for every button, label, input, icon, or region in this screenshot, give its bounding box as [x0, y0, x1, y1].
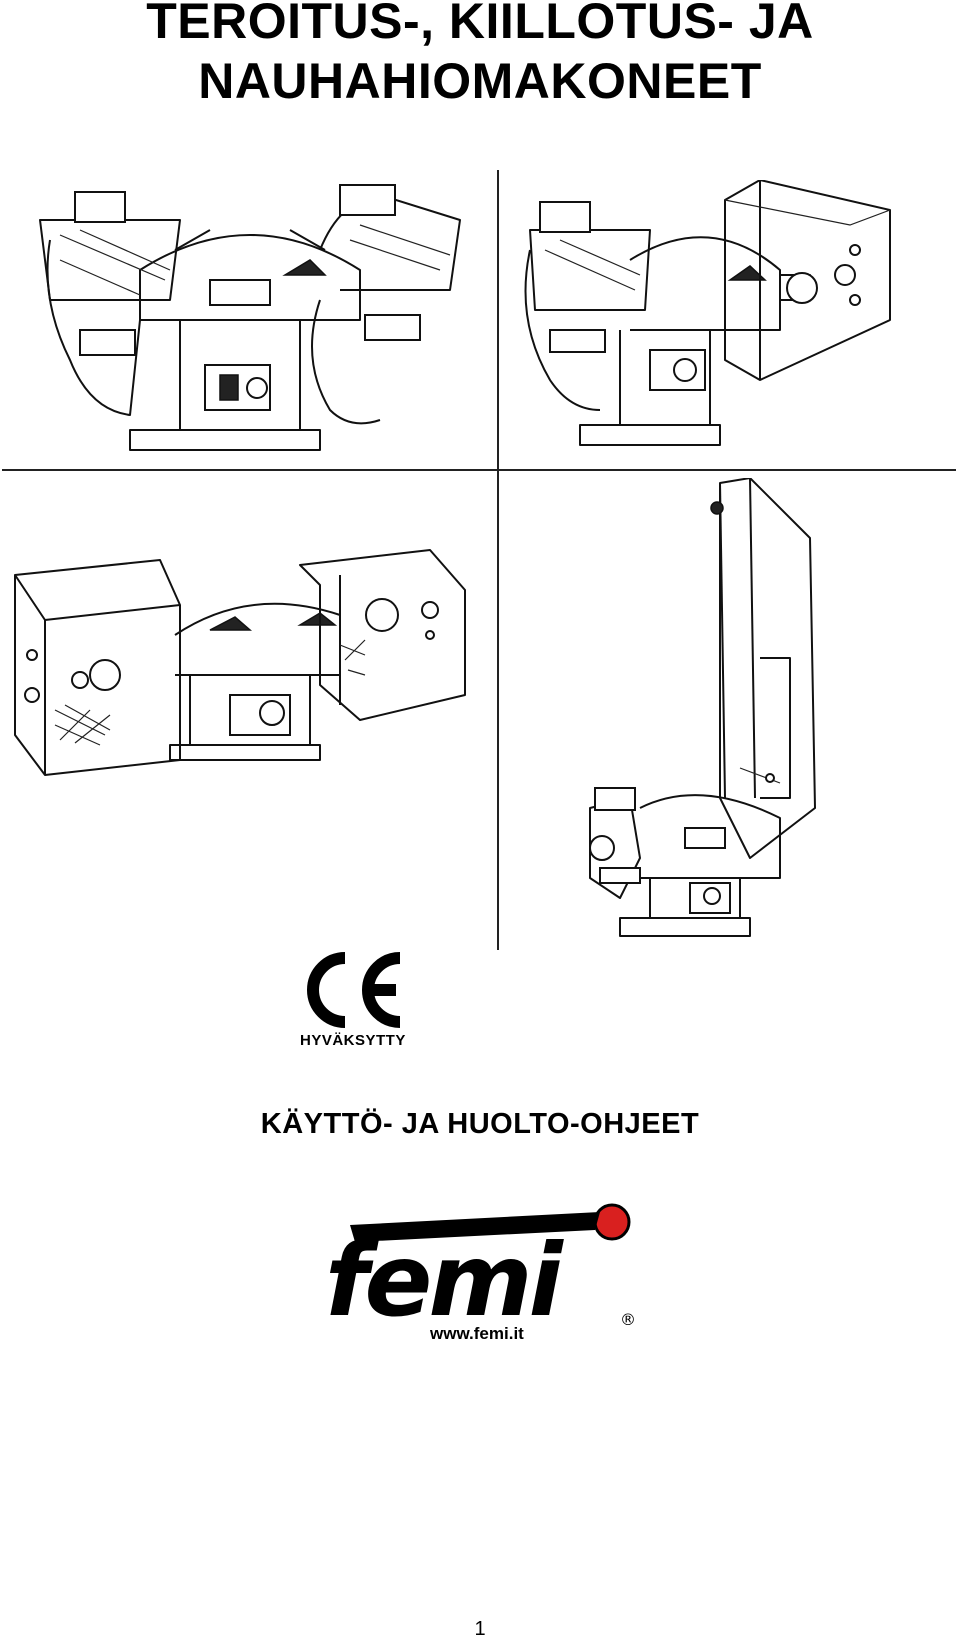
svg-text:femi: femi	[325, 1222, 565, 1330]
page-number: 1	[474, 1618, 486, 1640]
double-polisher-illustration	[14, 549, 466, 776]
femi-logo: femi ®	[325, 1203, 636, 1330]
double-grinder-illustration	[39, 184, 461, 451]
manual-subtitle: KÄYTTÖ- JA HUOLTO-OHJEET	[260, 1108, 700, 1140]
horizontal-divider	[2, 469, 956, 471]
registered-mark: ®	[620, 1310, 636, 1329]
document-title-line2: NAUHAHIOMAKONEET	[198, 53, 762, 109]
grinder-polisher-illustration	[524, 180, 891, 446]
website-link[interactable]: www.femi.it	[430, 1324, 524, 1343]
belt-sander-illustration	[589, 478, 816, 937]
ce-approval-caption: HYVÄKSYTTY	[300, 1032, 406, 1049]
ce-mark-icon	[307, 952, 401, 1028]
document-title-line1: TEROITUS-, KIILLOTUS- JA	[146, 0, 814, 49]
vertical-divider	[497, 170, 499, 950]
